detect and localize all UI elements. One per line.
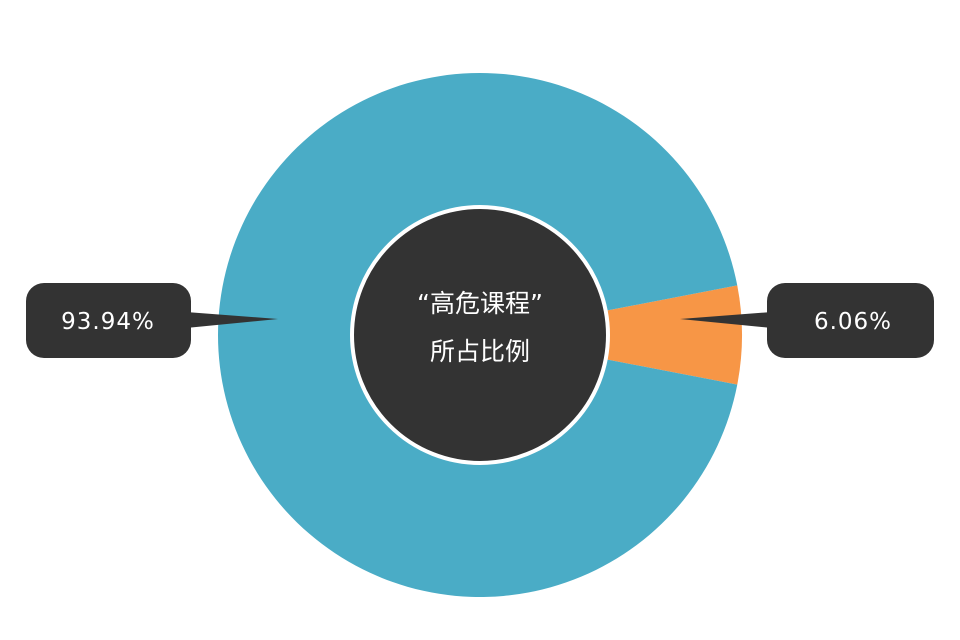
slice-small xyxy=(480,285,742,385)
callout-right-pointer xyxy=(680,312,772,328)
callout-right-box xyxy=(767,283,934,358)
callout-left: 93.94% xyxy=(26,283,278,358)
callout-left-pointer xyxy=(186,312,278,328)
center-title-line-2: 所占比例 xyxy=(430,337,530,366)
slice-label-large: 93.94% xyxy=(61,309,155,335)
slice-label-small: 6.06% xyxy=(814,309,892,335)
center-title-line-1: “高危课程” xyxy=(417,289,543,318)
callout-right: 6.06% xyxy=(680,283,934,358)
center-circle xyxy=(350,205,610,465)
callout-left-box xyxy=(26,283,191,358)
